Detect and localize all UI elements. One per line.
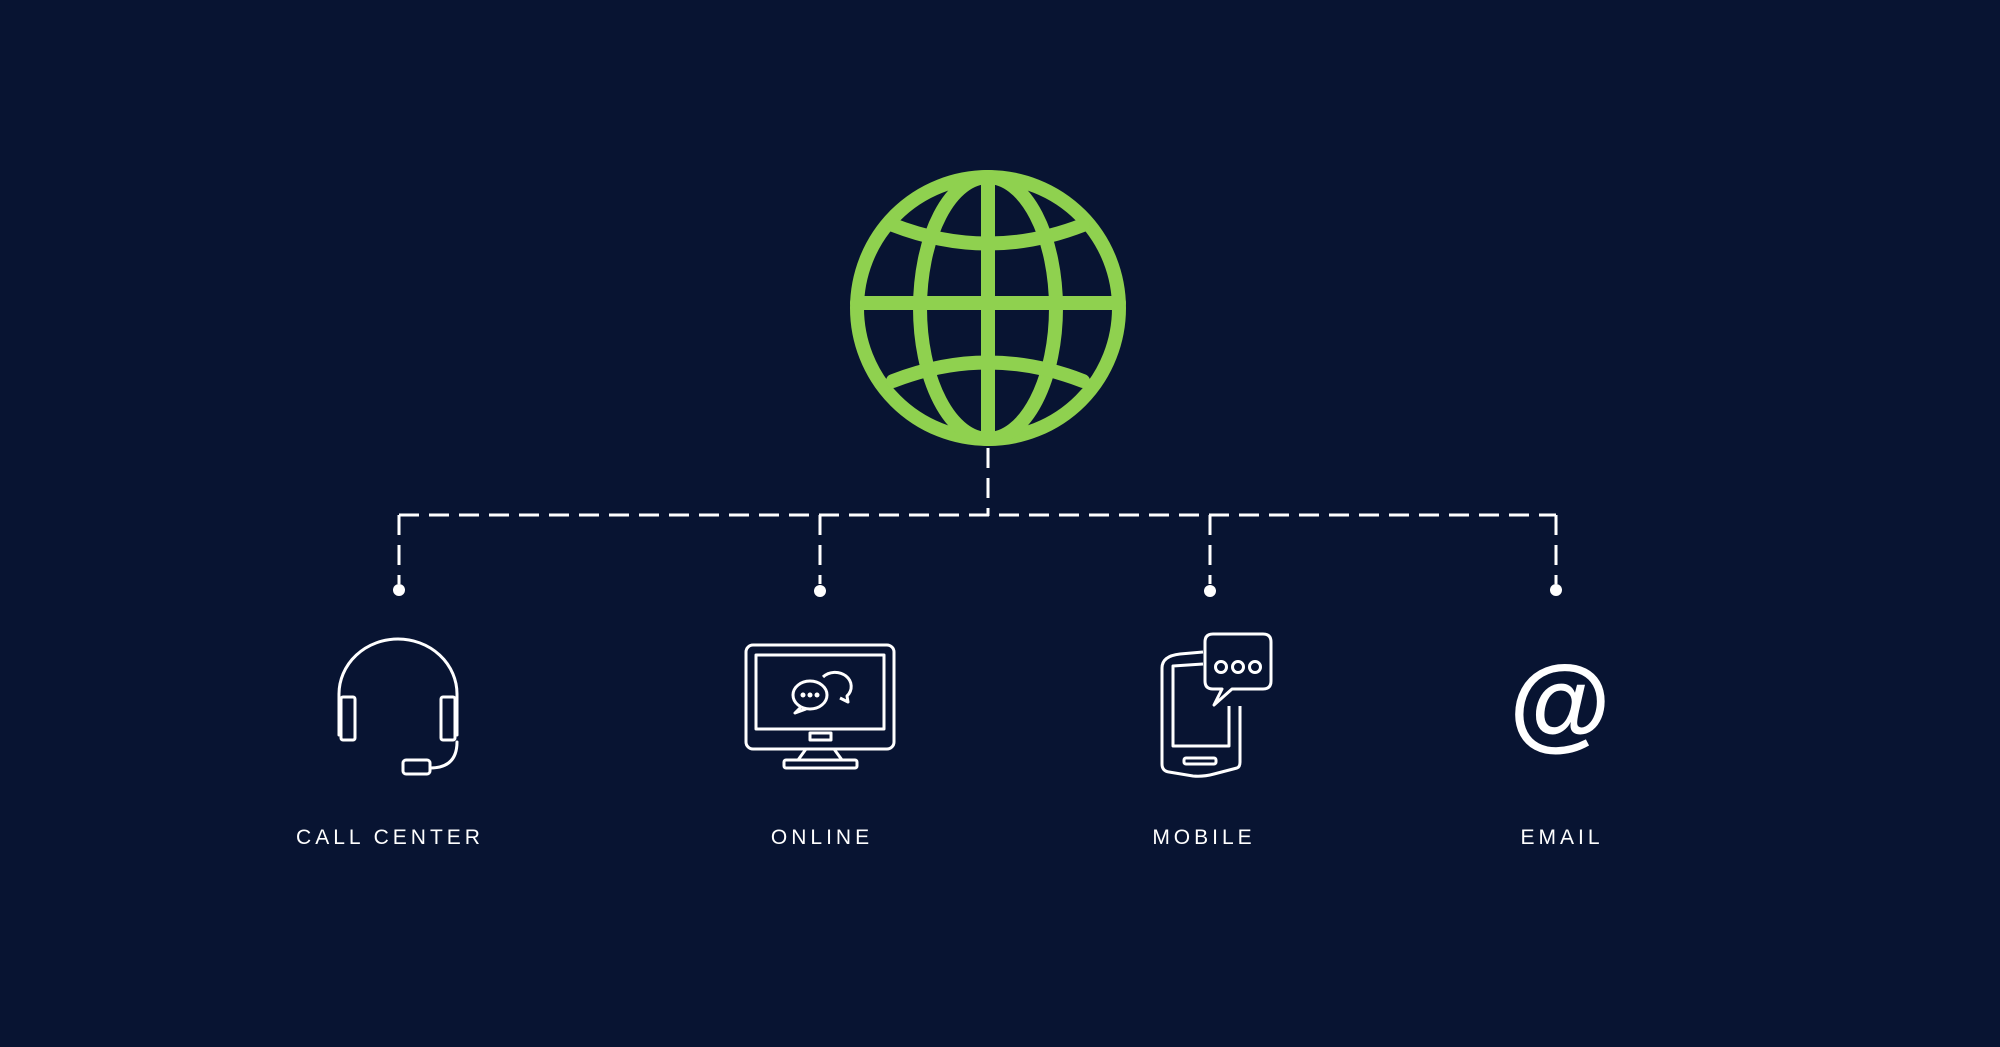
connector-dots: [393, 584, 1562, 597]
channel-label-email: EMAIL: [1520, 826, 1604, 849]
connector-dot-call-center: [393, 584, 405, 596]
mobile-chat-icon: [1160, 632, 1273, 778]
headset-icon: [337, 637, 459, 776]
channel-label-call-center: CALL CENTER: [296, 826, 484, 849]
connector-lines: [397, 448, 1558, 584]
monitor-chat-icon: [744, 643, 896, 770]
chat-dots: [800, 692, 820, 698]
connector-dot-online: [814, 585, 826, 597]
globe-icon: [850, 170, 1126, 446]
channel-label-mobile: MOBILE: [1152, 826, 1256, 849]
at-sign-icon: @: [1509, 645, 1610, 761]
connector-dot-email: [1550, 584, 1562, 596]
channel-label-online: ONLINE: [770, 826, 874, 849]
connector-dot-mobile: [1204, 585, 1216, 597]
